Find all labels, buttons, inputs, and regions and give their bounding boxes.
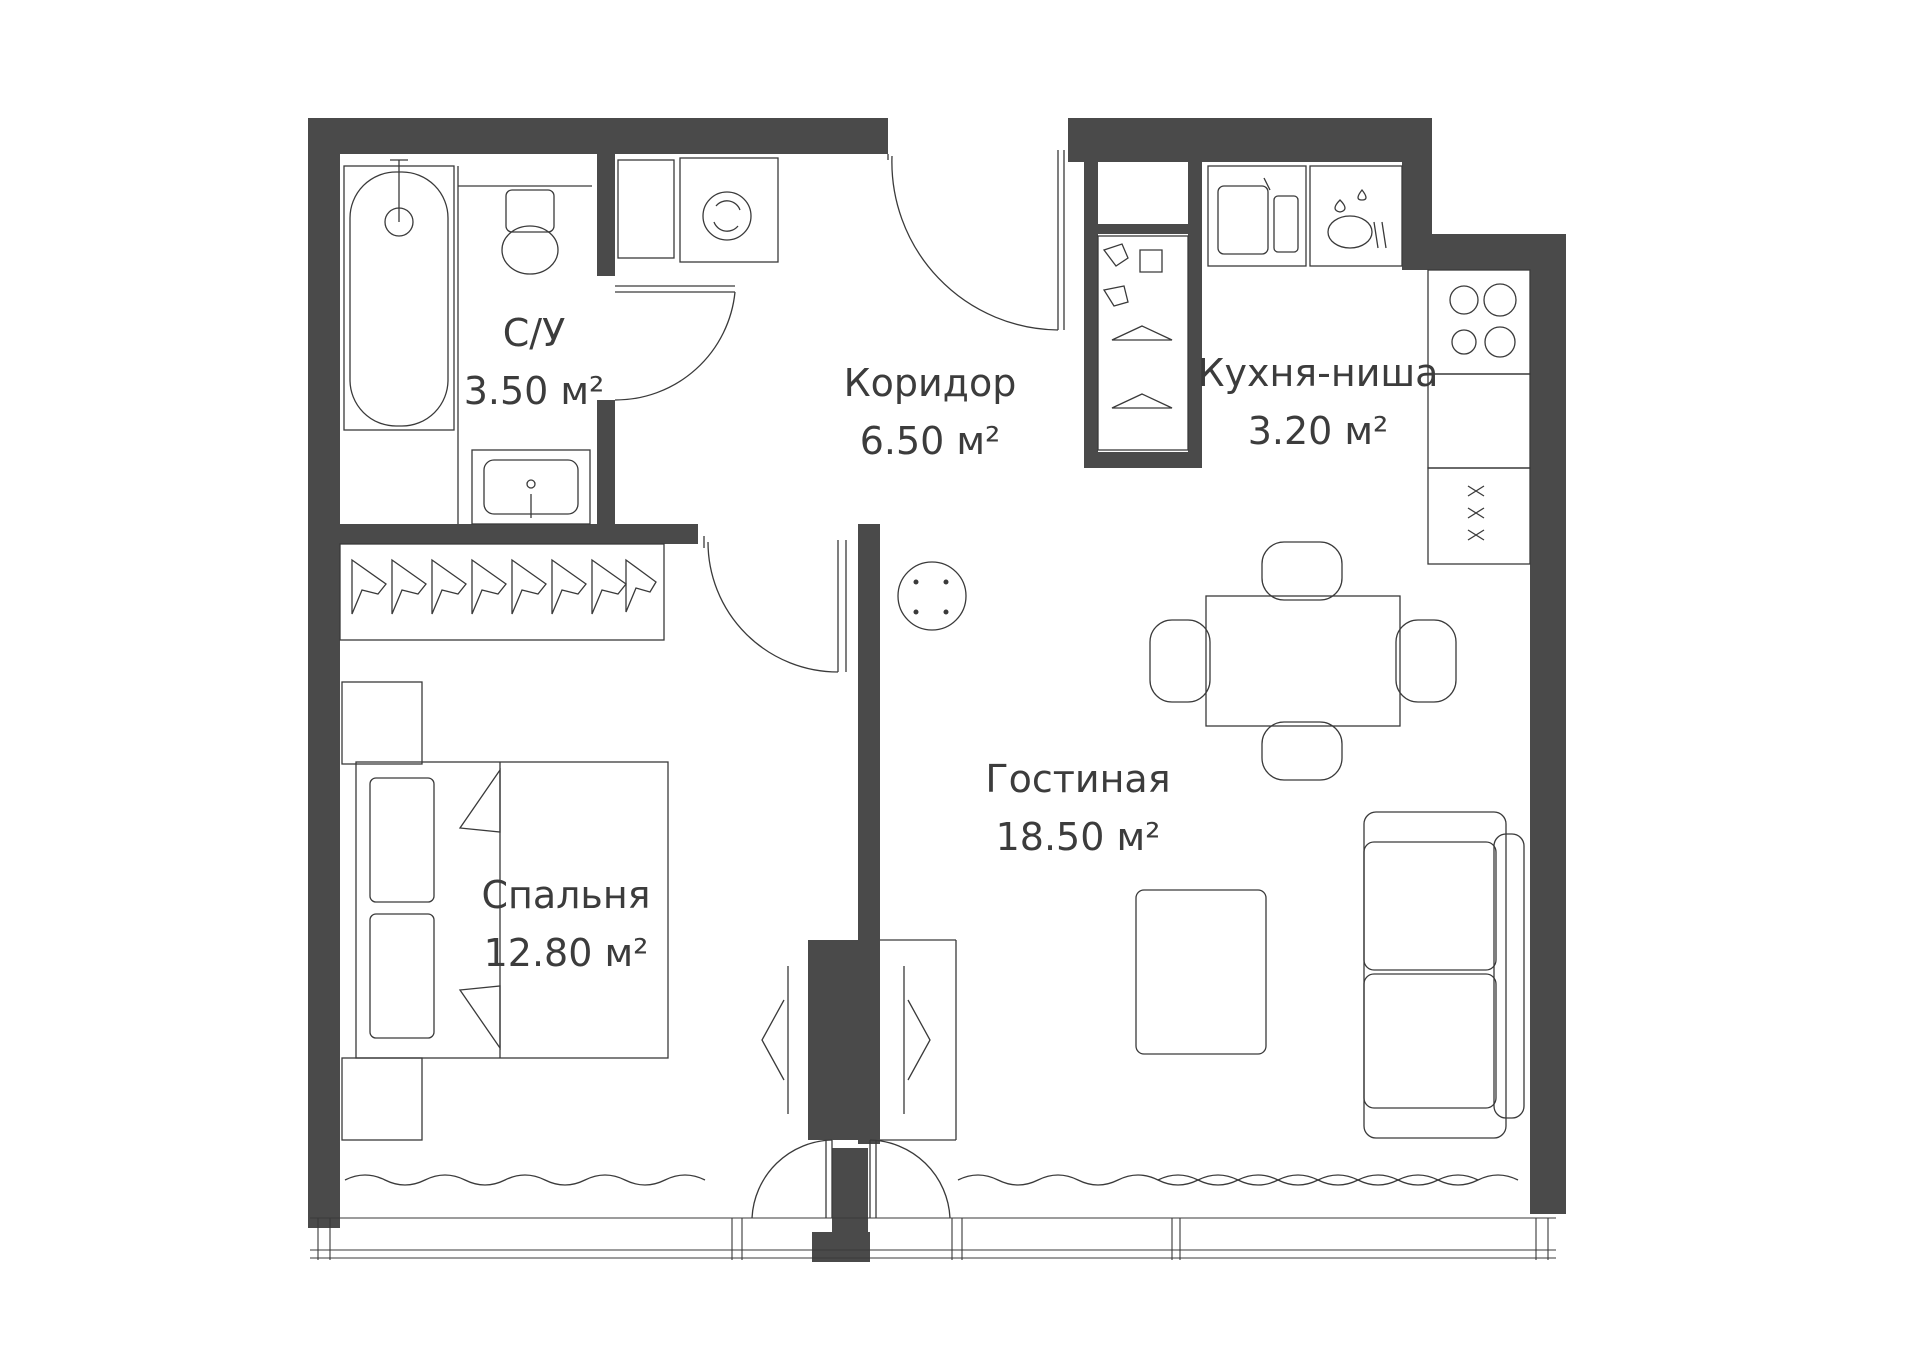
door-icon: [887, 150, 1065, 331]
room-area-kitchen: 3.20 м²: [1248, 409, 1389, 453]
double-bed-icon: [355, 761, 669, 1059]
sink-icon: [471, 449, 591, 525]
sofa-icon: [1363, 811, 1525, 1139]
walls: [308, 118, 1566, 1262]
door-icon: [751, 1139, 833, 1219]
toilet-icon: [458, 185, 592, 275]
wall-niche-left: [1084, 150, 1098, 468]
doors: [614, 150, 1065, 1219]
dining-table-icon: [1149, 541, 1457, 781]
room-area-living: 18.50 м²: [996, 815, 1161, 859]
kitchen-counter: [1427, 373, 1531, 469]
wall-right: [1530, 234, 1566, 1214]
curtain-icon: [957, 1174, 1479, 1186]
room-name-living: Гостиная: [985, 757, 1170, 801]
bathtub-icon: [343, 159, 455, 431]
room-labels: С/У 3.50 м² Коридор 6.50 м² Кухня-ниша 3…: [464, 311, 1439, 975]
wall-niche-right: [1188, 150, 1202, 468]
wall-niche-bottom: [1084, 452, 1202, 468]
wall-left: [308, 118, 340, 1228]
door-icon: [761, 939, 957, 1141]
room-name-bathroom: С/У: [503, 311, 566, 355]
curtain-icon: [344, 1174, 706, 1186]
oven-icon: [1427, 467, 1531, 565]
room-area-corridor: 6.50 м²: [860, 419, 1001, 463]
wall-partition-column: [808, 940, 880, 1140]
wall-bottom-pillar-cap: [812, 1232, 870, 1262]
round-table-icon: [897, 561, 967, 631]
coffee-table-icon: [1135, 889, 1267, 1055]
room-name-corridor: Коридор: [844, 361, 1017, 405]
room-name-kitchen: Кухня-ниша: [1198, 351, 1439, 395]
wall-top-left: [308, 118, 888, 154]
wardrobe-icon: [1097, 235, 1189, 451]
utility-niche: [617, 159, 675, 259]
window-icon: [310, 1217, 1556, 1260]
wall-niche-mid: [1098, 224, 1188, 234]
nightstand: [341, 1057, 423, 1141]
door-icon: [614, 285, 736, 401]
windows: [310, 1174, 1556, 1260]
room-area-bedroom: 12.80 м²: [484, 931, 649, 975]
curtain-icon: [1157, 1174, 1519, 1186]
door-icon: [703, 536, 847, 673]
washing-machine-icon: [679, 157, 779, 263]
dishwasher-icon: [1309, 165, 1403, 267]
nightstand: [341, 681, 423, 765]
kitchen-sink-icon: [1207, 165, 1307, 267]
wall-bath-bedroom: [340, 524, 698, 544]
wardrobe-icon: [339, 543, 665, 641]
door-icon: [869, 1139, 951, 1219]
room-name-bedroom: Спальня: [481, 873, 650, 917]
wall-bath-post: [597, 150, 615, 276]
room-area-bathroom: 3.50 м²: [464, 369, 605, 413]
cooktop-icon: [1427, 269, 1531, 375]
wall-bath-post-lower: [597, 400, 615, 528]
wall-top-right: [1068, 118, 1432, 162]
